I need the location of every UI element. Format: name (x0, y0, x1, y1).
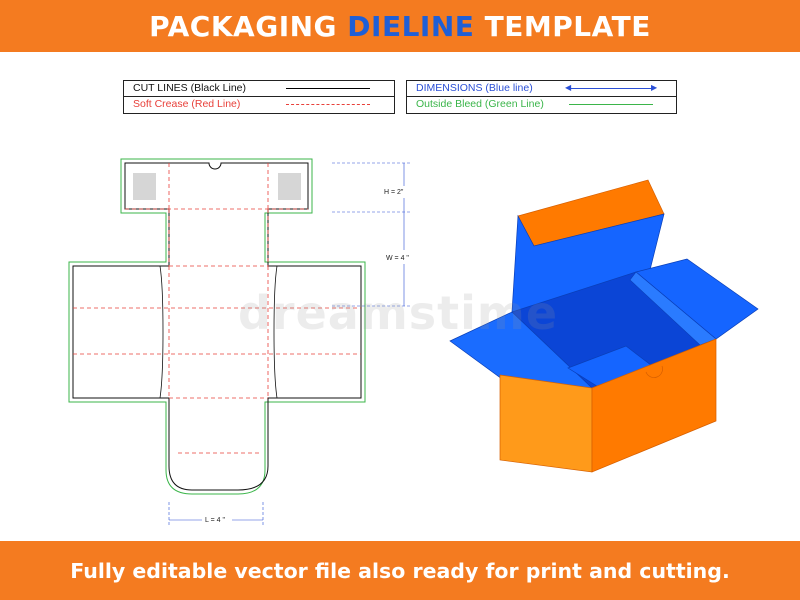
box-thumb-notch (645, 365, 663, 378)
cut-outline (72, 162, 362, 491)
legend-bleed-label: Outside Bleed (Green Line) (416, 98, 544, 110)
footer-text: Fully editable vector file also ready fo… (70, 558, 730, 583)
side-flap-left-notch (159, 265, 164, 399)
arrow-right-icon: ▶ (651, 83, 658, 92)
legend-dim-label: DIMENSIONS (Blue line) (416, 82, 533, 94)
title-part-1: PACKAGING (149, 9, 348, 43)
dim-width-label: W = 4 " (386, 255, 409, 262)
legend-dim-bleed: DIMENSIONS (Blue line) ◀ ▶ Outside Bleed… (406, 80, 677, 114)
page-title: PACKAGING DIELINE TEMPLATE (149, 10, 651, 43)
dust-flap-right-window (278, 173, 301, 200)
dim-height-label: H = 2" (384, 189, 404, 196)
dim-line-sample (569, 88, 653, 89)
legend-row-crease: Soft Crease (Red Line) (124, 96, 394, 112)
legend-cut-crease: CUT LINES (Black Line) Soft Crease (Red … (123, 80, 395, 114)
legend-row-dim: DIMENSIONS (Blue line) ◀ ▶ (407, 81, 676, 96)
side-flap-right-notch (273, 265, 278, 399)
crease-lines (73, 163, 361, 454)
legend-row-bleed: Outside Bleed (Green Line) (407, 96, 676, 112)
dimension-lines (168, 162, 412, 525)
crease-line-sample (286, 104, 370, 105)
dim-length-label: L = 4 " (205, 517, 225, 524)
box-right-face (591, 338, 717, 473)
cut-line-sample (286, 88, 370, 89)
bleed-line-sample (569, 104, 653, 105)
legend-crease-label: Soft Crease (Red Line) (133, 98, 241, 110)
dieline-diagram: H = 2" W = 4 " L = 4 " (68, 158, 759, 525)
box-3d-illustration (449, 179, 759, 473)
legend-row-cut: CUT LINES (Black Line) (124, 81, 394, 96)
bleed-outline (68, 158, 366, 495)
arrow-left-icon: ◀ (565, 83, 572, 92)
footer-banner: Fully editable vector file also ready fo… (0, 541, 800, 600)
header-banner: PACKAGING DIELINE TEMPLATE (0, 0, 800, 52)
legend-cut-label: CUT LINES (Black Line) (133, 82, 247, 94)
dust-flap-left-window (133, 173, 156, 200)
title-accent: DIELINE (347, 9, 475, 43)
title-part-2: TEMPLATE (474, 9, 651, 43)
box-front-face (499, 374, 593, 473)
